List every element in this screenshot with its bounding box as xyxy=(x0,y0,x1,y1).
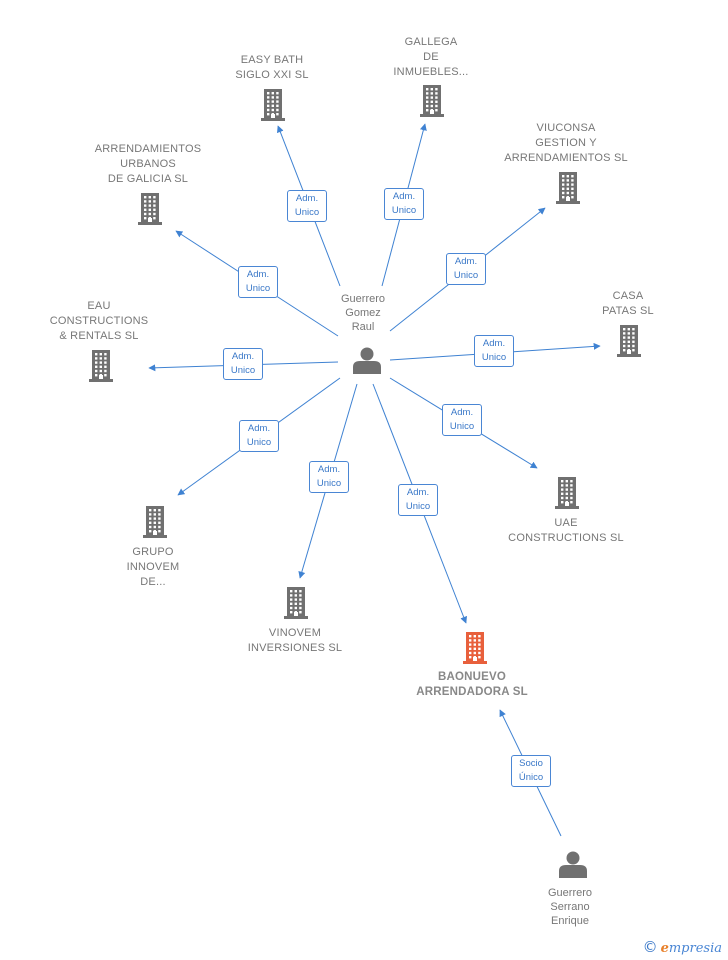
edge-label-line: Unico xyxy=(449,421,475,432)
edge-label-line: Adm. xyxy=(295,193,319,204)
building-icon[interactable] xyxy=(284,587,308,619)
person-label-line: Guerrero xyxy=(547,887,593,899)
company-label-line: CONSTRUCTIONS xyxy=(49,315,149,327)
company-label-line: & RENTALS SL xyxy=(59,330,139,342)
edge-label-line: Unico xyxy=(316,478,342,489)
company-label-line: VINOVEM xyxy=(268,627,322,639)
company-label-line: UAE xyxy=(554,517,578,529)
person-label-line: Gomez xyxy=(345,307,381,319)
building-icon[interactable] xyxy=(555,477,579,509)
copyright-symbol: © xyxy=(642,938,658,956)
person-icon[interactable] xyxy=(353,347,381,375)
edge-label-line: Unico xyxy=(230,365,256,376)
person-label-line: Serrano xyxy=(550,901,590,913)
company-label-line: INNOVEM xyxy=(126,561,180,573)
building-icon[interactable] xyxy=(138,193,162,225)
building-icon[interactable] xyxy=(261,89,285,121)
company-label-line: DE xyxy=(423,51,439,63)
edge-label-line: Único xyxy=(518,772,544,783)
edge-label-line: Unico xyxy=(405,501,431,512)
empresia-logo: ©empresia xyxy=(643,938,722,956)
edge-label-line: Adm. xyxy=(454,256,478,267)
company-label-line: CASA xyxy=(612,290,644,302)
building-icon[interactable] xyxy=(556,172,580,204)
building-icon[interactable] xyxy=(617,325,641,357)
company-label-easybath[interactable]: EASY BATH SIGLO XXI SL xyxy=(235,53,308,83)
company-label-line: BAONUEVO xyxy=(437,671,507,683)
company-label-baonuevo[interactable]: BAONUEVO ARRENDADORA SL xyxy=(416,670,528,700)
edge-label-line: Adm. xyxy=(247,423,271,434)
edge-label-line: Unico xyxy=(481,352,507,363)
company-label-line: DE GALICIA SL xyxy=(107,173,189,185)
edge-label-p1-c_grupo[interactable]: Adm. Unico xyxy=(239,420,279,452)
company-label-line: CONSTRUCTIONS SL xyxy=(508,532,624,544)
person-icon[interactable] xyxy=(559,851,587,879)
company-label-line: URBANOS xyxy=(120,158,176,170)
company-label-casa[interactable]: CASA PATAS SL xyxy=(602,289,654,319)
edge-label-line: Adm. xyxy=(450,407,474,418)
company-label-grupo[interactable]: GRUPO INNOVEM DE... xyxy=(127,545,180,590)
edge-label-line: Adm. xyxy=(392,191,416,202)
person-label-line: Guerrero xyxy=(340,293,386,305)
company-label-line: GESTION Y xyxy=(535,137,597,149)
edge-label-p1-c_baonuevo[interactable]: Adm. Unico xyxy=(398,484,438,516)
edge-label-line: Unico xyxy=(294,207,320,218)
edge-label-line: Unico xyxy=(245,283,271,294)
edge-label-line: Unico xyxy=(453,270,479,281)
company-label-line: DE... xyxy=(140,576,166,588)
company-label-vinovem[interactable]: VINOVEM INVERSIONES SL xyxy=(248,626,343,656)
edge-label-line: Adm. xyxy=(482,338,506,349)
person-label-line: Raul xyxy=(351,321,375,333)
company-label-line: ARRENDADORA SL xyxy=(416,686,528,698)
company-label-line: INMUEBLES... xyxy=(393,66,469,78)
logo-text: mpresia xyxy=(668,941,722,956)
company-label-line: INVERSIONES SL xyxy=(247,642,343,654)
building-icon[interactable] xyxy=(463,632,487,664)
edge-label-p1-c_viuconsa[interactable]: Adm. Unico xyxy=(446,253,486,285)
building-icon[interactable] xyxy=(143,506,167,538)
company-label-line: EASY BATH xyxy=(240,54,304,66)
edge-label-p1-c_casa[interactable]: Adm. Unico xyxy=(474,335,514,367)
edge-label-p1-c_vinovem[interactable]: Adm. Unico xyxy=(309,461,349,493)
edge-label-line: Socio xyxy=(519,758,543,769)
company-label-arrend[interactable]: ARRENDAMIENTOS URBANOS DE GALICIA SL xyxy=(95,142,202,187)
company-label-line: GALLEGA xyxy=(404,36,458,48)
edge-label-p1-c_gallega[interactable]: Adm. Unico xyxy=(384,188,424,220)
building-icon[interactable] xyxy=(420,85,444,117)
edge-label-line: Unico xyxy=(246,437,272,448)
edge-label-line: Adm. xyxy=(406,487,430,498)
company-label-line: PATAS SL xyxy=(602,305,654,317)
company-label-line: ARRENDAMIENTOS SL xyxy=(504,152,628,164)
person-label-line: Enrique xyxy=(551,915,589,927)
edge-label-p1-c_eau[interactable]: Adm. Unico xyxy=(223,348,263,380)
edge-label-line: Adm. xyxy=(231,351,255,362)
company-label-line: ARRENDAMIENTOS xyxy=(94,143,202,155)
company-label-line: SIGLO XXI SL xyxy=(235,69,309,81)
edge-label-line: Adm. xyxy=(246,269,270,280)
company-label-line: GRUPO xyxy=(132,546,174,558)
edge-label-p1-c_easybath[interactable]: Adm. Unico xyxy=(287,190,327,222)
company-label-eau[interactable]: EAU CONSTRUCTIONS & RENTALS SL xyxy=(50,299,149,344)
logo-initial: e xyxy=(660,941,669,956)
company-label-viuconsa[interactable]: VIUCONSA GESTION Y ARRENDAMIENTOS SL xyxy=(504,121,628,166)
company-label-line: VIUCONSA xyxy=(536,122,596,134)
edge-label-line: Adm. xyxy=(317,464,341,475)
company-label-uae[interactable]: UAE CONSTRUCTIONS SL xyxy=(508,516,624,546)
company-label-gallega[interactable]: GALLEGA DE INMUEBLES... xyxy=(393,35,468,80)
edge-label-line: Unico xyxy=(391,205,417,216)
company-label-line: EAU xyxy=(87,300,111,312)
edge-label-p1-c_arrend[interactable]: Adm. Unico xyxy=(238,266,278,298)
building-icon[interactable] xyxy=(89,350,113,382)
edge-label-p1-c_uae[interactable]: Adm. Unico xyxy=(442,404,482,436)
